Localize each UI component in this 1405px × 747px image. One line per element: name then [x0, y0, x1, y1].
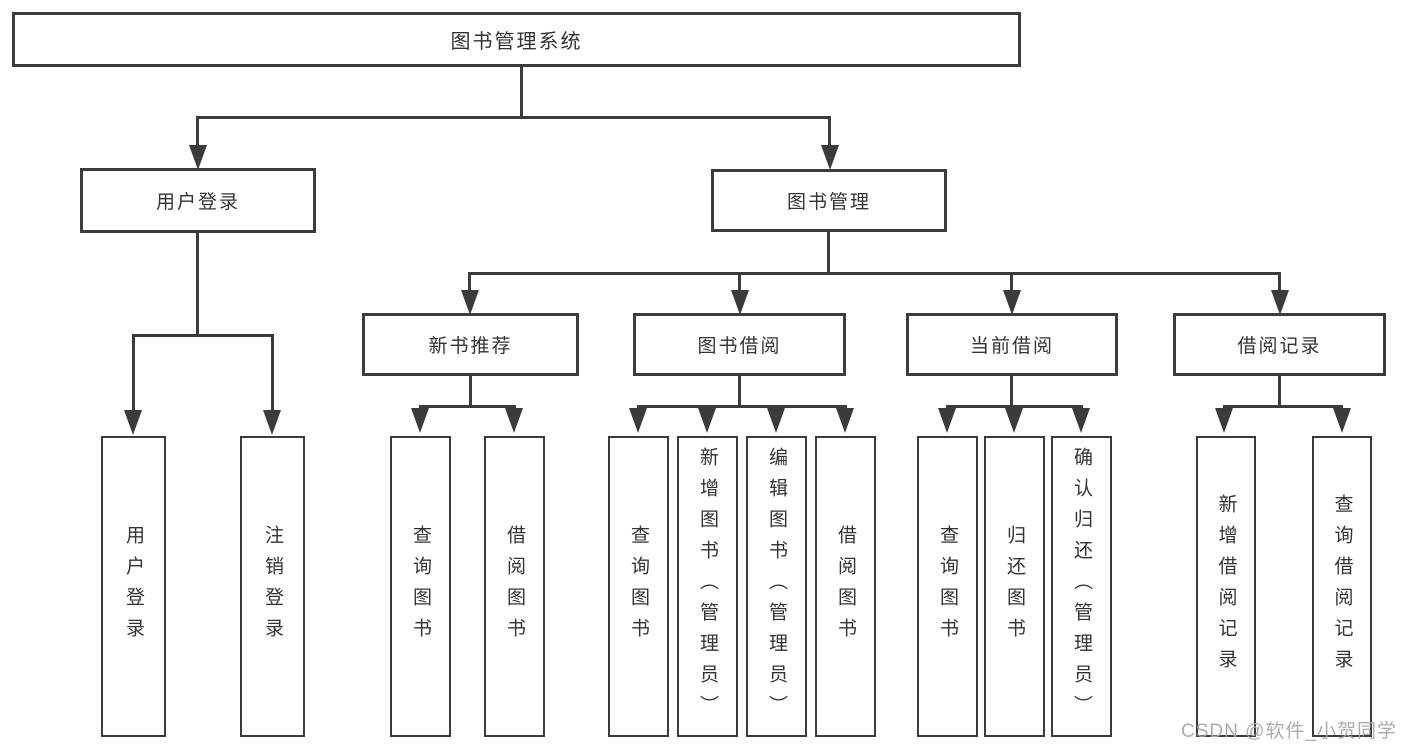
leaf-borrow-books-1: 借阅图书 — [484, 436, 545, 737]
connector-line — [520, 67, 523, 116]
connector-line — [196, 233, 199, 337]
connector-line — [468, 272, 1281, 275]
connector-line — [946, 405, 1083, 408]
node-current-borrow: 当前借阅 — [906, 313, 1118, 376]
connector-line — [271, 334, 274, 411]
arrow-down-icon — [505, 408, 523, 433]
leaf-query-books-2: 查询图书 — [608, 436, 669, 737]
connector-line — [738, 272, 741, 292]
arrow-down-icon — [1271, 290, 1289, 315]
connector-line — [1278, 376, 1281, 407]
node-new-book-recommend-label: 新书推荐 — [428, 336, 513, 357]
leaf-query-borrow-record-label: 查询借阅记录 — [1331, 493, 1353, 680]
node-book-management-label: 图书管理 — [786, 192, 871, 213]
arrow-down-icon — [821, 145, 839, 170]
connector-line — [1010, 272, 1013, 292]
arrow-down-icon — [461, 290, 479, 315]
leaf-edit-books-admin: 编辑图书（管理员） — [746, 436, 807, 737]
watermark: CSDN @软件_小贺同学 — [1181, 721, 1397, 742]
arrow-down-icon — [836, 408, 854, 433]
leaf-add-books-admin-label: 新增图书（管理员） — [697, 447, 718, 726]
node-user-login-label: 用户登录 — [155, 192, 240, 213]
node-book-borrow: 图书借阅 — [633, 313, 846, 376]
leaf-query-books-1-label: 查询图书 — [410, 524, 431, 649]
leaf-query-borrow-record: 查询借阅记录 — [1312, 436, 1372, 737]
arrow-down-icon — [938, 408, 956, 433]
node-book-management: 图书管理 — [711, 169, 947, 232]
node-root-label: 图书管理系统 — [450, 31, 583, 53]
connector-line — [196, 116, 831, 119]
leaf-query-books-2-label: 查询图书 — [628, 524, 649, 649]
connector-line — [828, 116, 831, 149]
node-borrow-records: 借阅记录 — [1173, 313, 1386, 376]
leaf-query-books-3: 查询图书 — [917, 436, 978, 737]
leaf-user-login: 用户登录 — [101, 436, 166, 737]
arrow-down-icon — [767, 408, 785, 433]
leaf-user-login-label: 用户登录 — [123, 524, 144, 649]
leaf-logout-login-label: 注销登录 — [262, 524, 283, 649]
arrow-down-icon — [629, 408, 647, 433]
connector-line — [132, 334, 274, 337]
node-book-borrow-label: 图书借阅 — [697, 336, 782, 357]
leaf-query-books-1: 查询图书 — [390, 436, 451, 737]
connector-line — [1010, 376, 1013, 407]
leaf-add-borrow-record: 新增借阅记录 — [1196, 436, 1256, 737]
connector-line — [468, 272, 471, 292]
connector-line — [1223, 405, 1343, 408]
arrow-down-icon — [1005, 408, 1023, 433]
arrow-down-icon — [1215, 408, 1233, 433]
arrow-down-icon — [411, 408, 429, 433]
arrow-down-icon — [1333, 408, 1351, 433]
leaf-add-books-admin: 新增图书（管理员） — [677, 436, 738, 737]
node-borrow-records-label: 借阅记录 — [1237, 336, 1322, 357]
node-new-book-recommend: 新书推荐 — [362, 313, 579, 376]
connector-line — [738, 376, 741, 407]
node-root: 图书管理系统 — [12, 12, 1021, 67]
arrow-down-icon — [1072, 408, 1090, 433]
leaf-add-borrow-record-label: 新增借阅记录 — [1215, 493, 1237, 680]
arrow-down-icon — [1003, 290, 1021, 315]
connector-line — [827, 232, 830, 272]
leaf-return-books-label: 归还图书 — [1004, 524, 1025, 649]
leaf-return-books: 归还图书 — [984, 436, 1045, 737]
connector-line — [637, 405, 847, 408]
connector-line — [196, 116, 199, 149]
leaf-logout-login: 注销登录 — [240, 436, 305, 737]
connector-line — [419, 405, 516, 408]
connector-line — [1278, 272, 1281, 292]
arrow-down-icon — [263, 410, 281, 435]
connector-line — [469, 376, 472, 407]
leaf-edit-books-admin-label: 编辑图书（管理员） — [766, 447, 787, 726]
leaf-query-books-3-label: 查询图书 — [937, 524, 958, 649]
arrow-down-icon — [731, 290, 749, 315]
connector-line — [132, 334, 135, 411]
node-user-login: 用户登录 — [80, 168, 316, 233]
leaf-borrow-books-2: 借阅图书 — [815, 436, 876, 737]
node-current-borrow-label: 当前借阅 — [969, 336, 1054, 357]
arrow-down-icon — [189, 145, 207, 170]
leaf-borrow-books-2-label: 借阅图书 — [835, 524, 856, 649]
leaf-confirm-return-admin: 确认归还（管理员） — [1051, 436, 1112, 737]
arrow-down-icon — [124, 410, 142, 435]
leaf-confirm-return-admin-label: 确认归还（管理员） — [1071, 447, 1092, 726]
leaf-borrow-books-1-label: 借阅图书 — [504, 524, 525, 649]
arrow-down-icon — [698, 408, 716, 433]
